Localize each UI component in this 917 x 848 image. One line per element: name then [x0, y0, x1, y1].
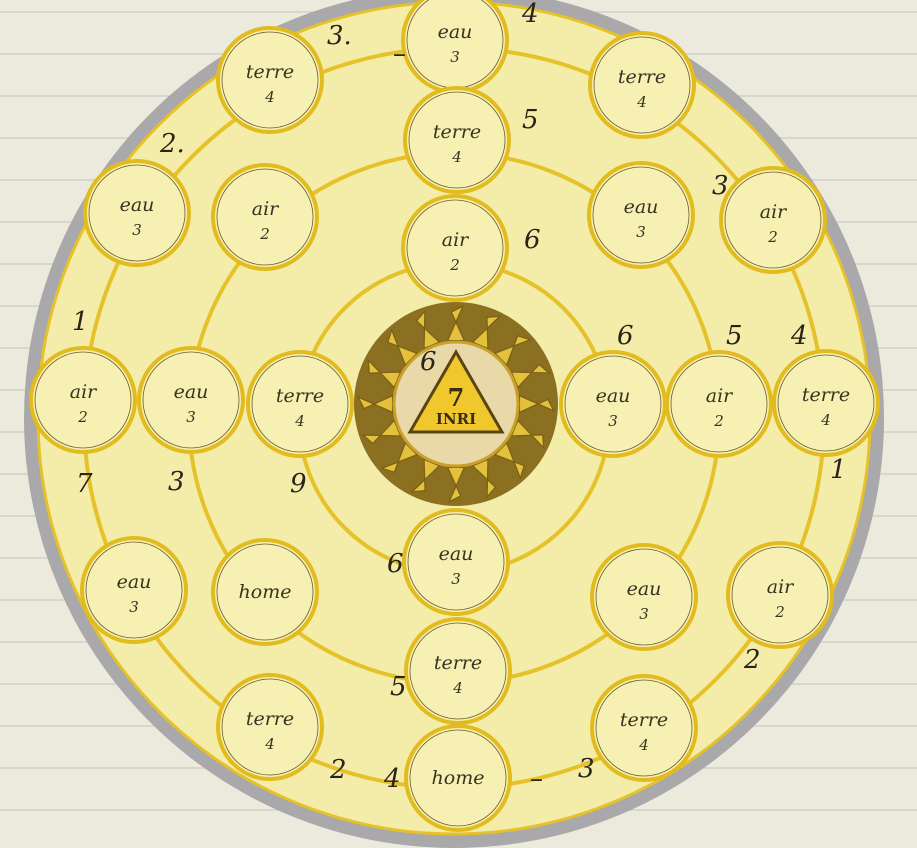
cell-bottom-home: home: [406, 726, 510, 830]
mark-m-3-top: 3.: [327, 21, 352, 51]
mark-m-6-right: 6: [617, 321, 634, 351]
cell-word: eau: [117, 571, 152, 593]
mark-m-4-right: 4: [790, 321, 808, 351]
mark-m-2-bottom-left: 2: [329, 755, 347, 785]
mark-m-4-top: 4: [521, 0, 539, 29]
center-label: INRI: [436, 410, 476, 428]
cell-mid-right-air: air 2: [667, 352, 771, 456]
mark-m-5-top: 5: [522, 105, 539, 135]
cell-number: 4: [264, 735, 275, 753]
mark-m-6-lower: 6: [420, 347, 437, 377]
mark-m-dash-top: –: [393, 39, 406, 69]
cell-word: terre: [618, 66, 666, 88]
mark-m-9-left: 9: [290, 469, 307, 499]
cell-number: 4: [636, 93, 647, 111]
cell-word: terre: [620, 709, 668, 731]
cell-lower-right-eau: eau 3: [592, 545, 696, 649]
cell-lower-left-eau: eau 3: [82, 538, 186, 642]
mark-m-6-bottom-left: 6: [387, 549, 404, 579]
mark-m-5-bottom: 5: [390, 672, 407, 702]
cell-word: air: [767, 576, 795, 598]
mark-m-4-bottom: 4: [383, 764, 401, 794]
cell-bl-terre: terre 4: [218, 675, 322, 779]
cell-word: air: [252, 198, 280, 220]
mark-m-2-left: 2.: [159, 129, 185, 159]
cell-number: 3: [129, 598, 139, 616]
cell-tl-terre: terre 4: [218, 28, 322, 132]
cell-inner-right-eau: eau 3: [561, 352, 665, 456]
cell-lower-right-air: air 2: [728, 543, 832, 647]
cell-number: 3: [132, 221, 142, 239]
cell-inner-top-air: air 2: [403, 196, 507, 300]
cell-word: eau: [120, 194, 155, 216]
center-number: 7: [448, 383, 465, 412]
mark-m-5-right: 5: [726, 321, 743, 351]
cell-word: air: [70, 381, 98, 403]
mark-m-3-bottom: 3: [578, 754, 595, 784]
mark-m-1-left: 1: [72, 307, 89, 337]
cell-number: 4: [452, 679, 463, 697]
cell-word: eau: [596, 385, 631, 407]
cell-number: 3: [636, 223, 646, 241]
cell-lower-terre: terre 4: [406, 619, 510, 723]
mark-m-dash-bottom: –: [530, 764, 543, 794]
mark-m-2-bottom-right: 2: [743, 645, 761, 675]
cell-right-mid-eau: eau 3: [589, 163, 693, 267]
cell-word: air: [706, 385, 734, 407]
cell-number: 4: [294, 412, 305, 430]
cell-word: terre: [433, 121, 481, 143]
cell-inner-bottom-eau: eau 3: [404, 510, 508, 614]
cell-right-outer-air: air 2: [721, 168, 825, 272]
cell-word: home: [432, 767, 485, 789]
cell-word: eau: [174, 381, 209, 403]
cell-word: terre: [276, 385, 324, 407]
cell-number: 2: [77, 408, 88, 426]
cell-number: 2: [449, 256, 460, 274]
cell-tr-terre: terre 4: [590, 33, 694, 137]
radiant-sun-icon: 7 INRI: [354, 302, 558, 506]
cell-word: eau: [624, 196, 659, 218]
cell-number: 3: [608, 412, 618, 430]
cell-number: 4: [638, 736, 649, 754]
mark-m-1-right: 1: [830, 455, 847, 485]
mark-m-3-left-mid: 3: [168, 467, 185, 497]
cell-lower-left-home: home: [213, 540, 317, 644]
cell-far-left-air: air 2: [31, 348, 135, 452]
mark-m-3-right: 3: [712, 171, 729, 201]
cell-word: terre: [802, 384, 850, 406]
cell-circle: [403, 0, 507, 92]
cell-word: eau: [627, 578, 662, 600]
cell-number: 4: [820, 411, 831, 429]
cell-number: 2: [767, 228, 778, 246]
cell-number: 2: [774, 603, 785, 621]
cell-br-terre: terre 4: [592, 676, 696, 780]
cell-inner-left-terre: terre 4: [248, 352, 352, 456]
cell-top-eau: eau 3: [403, 0, 507, 92]
cell-number: 2: [259, 225, 270, 243]
cell-number: 3: [639, 605, 649, 623]
cell-far-right-terre: terre 4: [774, 351, 878, 455]
cell-number: 4: [451, 148, 462, 166]
cell-word: home: [239, 581, 292, 603]
cell-word: eau: [439, 543, 474, 565]
mark-m-6-upper: 6: [524, 225, 541, 255]
cell-number: 2: [713, 412, 724, 430]
cell-number: 3: [186, 408, 196, 426]
mark-m-7-left: 7: [76, 469, 93, 499]
cell-left-outer-eau: eau 3: [85, 161, 189, 265]
cell-left-mid-air: air 2: [213, 165, 317, 269]
cell-number: 3: [451, 570, 461, 588]
cell-upper-terre: terre 4: [405, 88, 509, 192]
cell-word: air: [760, 201, 788, 223]
cell-word: terre: [246, 708, 294, 730]
cell-word: terre: [246, 61, 294, 83]
cell-word: air: [442, 229, 470, 251]
cell-number: 4: [264, 88, 275, 106]
cell-word: eau: [438, 21, 473, 43]
cell-word: terre: [434, 652, 482, 674]
cell-mid-left-eau: eau 3: [139, 348, 243, 452]
cell-number: 3: [450, 48, 460, 66]
